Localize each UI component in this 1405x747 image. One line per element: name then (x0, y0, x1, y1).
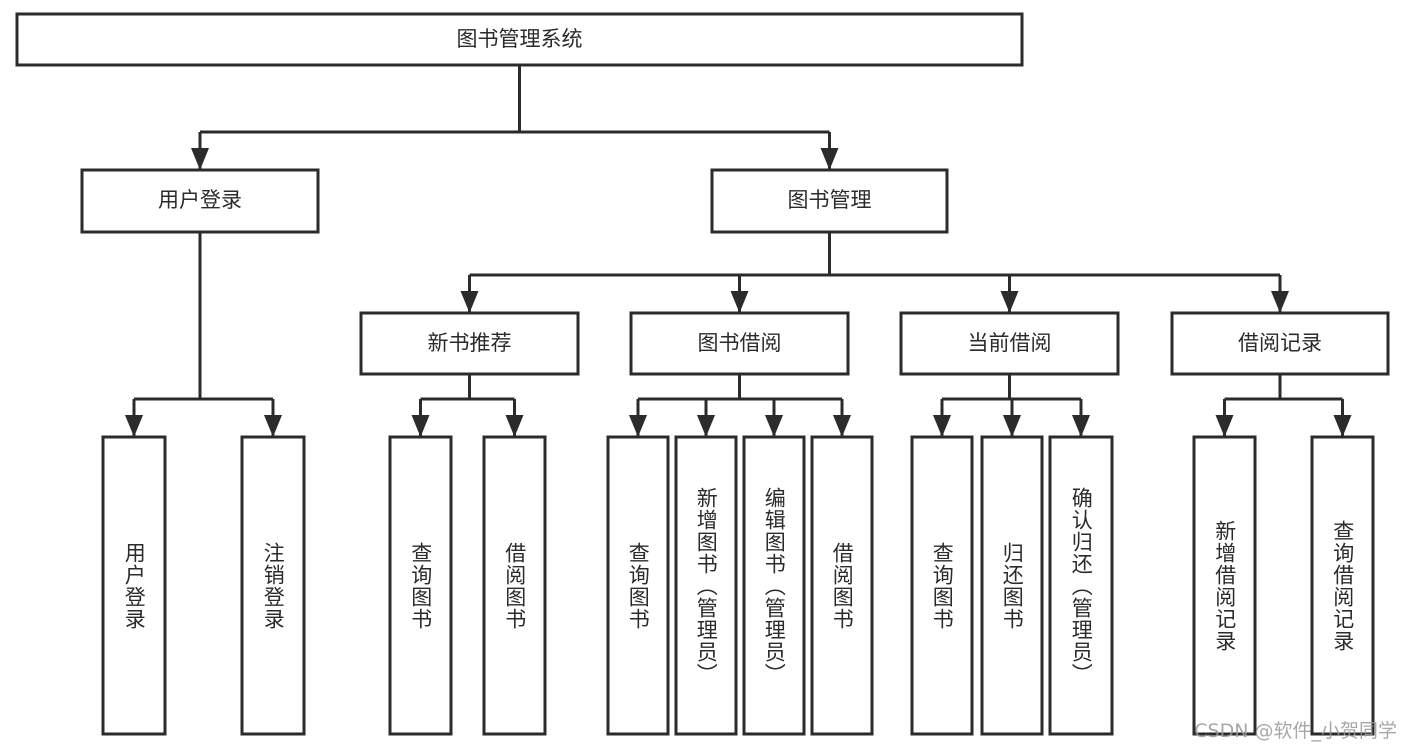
node-box-leaf-confirm-return-admin[interactable] (1048, 435, 1114, 736)
node-box-leaf-user-login[interactable] (101, 435, 167, 736)
node-boxes (15, 12, 1390, 736)
node-box-leaf-add-book-admin[interactable] (674, 435, 738, 736)
node-box-current-borrow[interactable] (899, 311, 1120, 376)
node-box-leaf-add-borrow-record[interactable] (1192, 435, 1257, 736)
watermark-text: CSDN @软件_小贺同学 (1194, 720, 1397, 742)
node-box-leaf-borrow-book-bb[interactable] (810, 435, 874, 736)
node-box-book-borrow[interactable] (629, 311, 850, 376)
node-box-user-login[interactable] (80, 168, 320, 234)
connector-lines (125, 65, 1352, 437)
node-box-root[interactable] (15, 12, 1024, 67)
node-box-leaf-query-borrow-record[interactable] (1310, 435, 1375, 736)
node-box-leaf-query-book-bb[interactable] (606, 435, 670, 736)
node-box-leaf-return-book[interactable] (980, 435, 1044, 736)
node-box-borrow-record[interactable] (1170, 311, 1390, 376)
node-box-leaf-borrow-book-rec[interactable] (482, 435, 547, 736)
node-box-leaf-query-book-cb[interactable] (910, 435, 974, 736)
node-box-book-manage[interactable] (710, 168, 949, 234)
node-box-leaf-query-book-rec[interactable] (388, 435, 453, 736)
node-box-leaf-logout-login[interactable] (240, 435, 306, 736)
node-box-leaf-edit-book-admin[interactable] (742, 435, 806, 736)
node-box-new-book-rec[interactable] (359, 311, 580, 376)
